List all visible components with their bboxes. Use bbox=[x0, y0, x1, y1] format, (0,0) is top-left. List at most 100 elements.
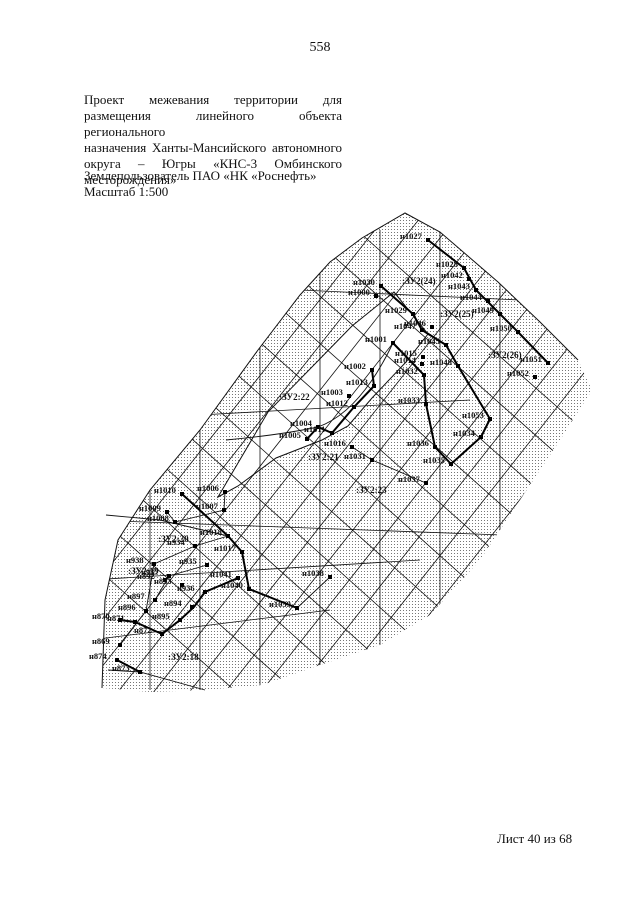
survey-point-marker bbox=[379, 284, 383, 288]
survey-point-marker bbox=[165, 510, 169, 514]
survey-point: н1018 bbox=[200, 527, 230, 538]
survey-point: н1041 bbox=[210, 569, 240, 580]
survey-point: н896 bbox=[118, 602, 148, 613]
survey-point: н1037 bbox=[398, 474, 428, 485]
survey-point-marker bbox=[456, 364, 460, 368]
survey-point: н1010 bbox=[154, 485, 184, 496]
survey-point-label: н1033 bbox=[398, 395, 420, 405]
survey-point: н1032 bbox=[396, 366, 426, 377]
survey-point-label: н938 bbox=[126, 555, 144, 565]
survey-point-marker bbox=[240, 550, 244, 554]
survey-point-marker bbox=[533, 375, 537, 379]
zone-label: :ЗУ2:18 bbox=[168, 652, 199, 662]
survey-point-marker bbox=[330, 431, 334, 435]
survey-point: н1028 bbox=[436, 259, 466, 270]
survey-point: н1047 bbox=[394, 321, 424, 332]
survey-point: н1039 bbox=[269, 599, 299, 610]
survey-point-marker bbox=[479, 435, 483, 439]
survey-point-label: н869 bbox=[92, 636, 110, 646]
survey-point-marker bbox=[516, 330, 520, 334]
inner-blank-area bbox=[216, 291, 429, 499]
survey-point: н870 bbox=[92, 611, 122, 622]
survey-point-marker bbox=[295, 606, 299, 610]
survey-point-label: н871 bbox=[107, 613, 125, 623]
survey-point-label: н1009 bbox=[139, 503, 161, 513]
survey-point-label: н1044 bbox=[460, 292, 483, 302]
survey-point: н938 bbox=[126, 555, 156, 566]
survey-point-marker bbox=[444, 343, 448, 347]
survey-point-marker bbox=[391, 341, 395, 345]
survey-point-label: н1037 bbox=[398, 474, 421, 484]
zone-label: :ЗУ2(24) bbox=[402, 276, 436, 286]
survey-point-marker bbox=[180, 492, 184, 496]
survey-point-marker bbox=[411, 312, 415, 316]
survey-point-marker bbox=[203, 590, 207, 594]
survey-point-label: н1017 bbox=[214, 543, 237, 553]
survey-point-marker bbox=[144, 609, 148, 613]
title-line: месторождения» bbox=[84, 172, 177, 187]
survey-point: н1051 bbox=[520, 354, 550, 365]
survey-point: н1013 bbox=[346, 377, 376, 388]
survey-point-marker bbox=[167, 574, 171, 578]
survey-point: н873 bbox=[112, 663, 142, 674]
survey-point-marker bbox=[426, 238, 430, 242]
grid-lines bbox=[102, 213, 592, 692]
survey-point: н1000 bbox=[348, 287, 378, 298]
survey-point: н1004 bbox=[290, 418, 320, 429]
survey-point-marker bbox=[449, 462, 453, 466]
survey-point: н936 bbox=[177, 583, 207, 594]
survey-point-label: н1050 bbox=[490, 323, 512, 333]
survey-point-marker bbox=[226, 534, 230, 538]
survey-point-label: н1005 bbox=[279, 430, 301, 440]
survey-point-label: н1007 bbox=[196, 501, 219, 511]
survey-point-marker bbox=[152, 562, 156, 566]
survey-point: н1038 bbox=[302, 568, 332, 579]
survey-point: н869 bbox=[92, 636, 122, 647]
survey-point-marker bbox=[498, 312, 502, 316]
survey-point-marker bbox=[223, 490, 227, 494]
zone-label: :ЗУ2:23 bbox=[356, 485, 387, 495]
survey-point-label: н892 bbox=[137, 571, 155, 581]
survey-point: н1033 bbox=[398, 395, 428, 406]
survey-point-label: н1008 bbox=[147, 513, 169, 523]
survey-point-marker bbox=[374, 294, 378, 298]
survey-point-label: н936 bbox=[177, 583, 195, 593]
survey-point-marker bbox=[160, 632, 164, 636]
survey-point-marker bbox=[222, 508, 226, 512]
survey-point-label: н1015 bbox=[395, 348, 417, 358]
survey-point-marker bbox=[118, 643, 122, 647]
zone-label: :ЗУ2(25) bbox=[440, 309, 474, 319]
survey-point: н872 bbox=[134, 625, 164, 636]
survey-point-marker bbox=[205, 563, 209, 567]
survey-point: н1040 bbox=[221, 580, 251, 591]
survey-point-marker bbox=[305, 437, 309, 441]
title-line: назначения Ханты-Мансийского автономного bbox=[84, 140, 342, 155]
survey-point-label: н895 bbox=[152, 611, 170, 621]
survey-point-label: н1038 bbox=[302, 568, 324, 578]
survey-point: н1045 bbox=[418, 336, 448, 347]
survey-point: н897 bbox=[127, 591, 157, 602]
survey-point-marker bbox=[424, 481, 428, 485]
survey-point: н1006 bbox=[197, 483, 227, 494]
survey-point-marker bbox=[420, 328, 424, 332]
survey-point: н1014 bbox=[394, 355, 424, 366]
survey-point-marker bbox=[178, 618, 182, 622]
page-number: 558 bbox=[309, 40, 331, 55]
survey-point: н871 bbox=[107, 613, 137, 624]
survey-point-marker bbox=[462, 266, 466, 270]
survey-point-label: н1042 bbox=[441, 270, 463, 280]
survey-point-label: н1016 bbox=[324, 438, 346, 448]
survey-point-marker bbox=[430, 325, 434, 329]
survey-point-marker bbox=[370, 458, 374, 462]
zone-label: :ЗУ2:21 bbox=[308, 452, 339, 462]
survey-point-marker bbox=[153, 598, 157, 602]
survey-point: н1001 bbox=[365, 334, 395, 345]
survey-point-label: н873 bbox=[112, 663, 130, 673]
survey-point: н1015 bbox=[395, 348, 425, 359]
survey-point-label: н1030 bbox=[353, 277, 375, 287]
survey-point-marker bbox=[118, 618, 122, 622]
survey-point: н1016 bbox=[324, 438, 354, 449]
survey-point: н895 bbox=[152, 611, 182, 622]
survey-point: н894 bbox=[164, 598, 194, 609]
survey-point-marker bbox=[347, 394, 351, 398]
